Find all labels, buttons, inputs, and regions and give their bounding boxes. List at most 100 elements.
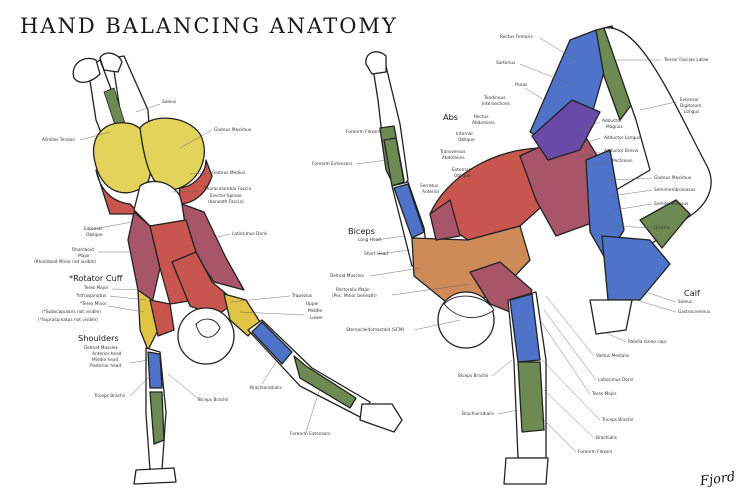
label-vastus: Vastus Medialis [596,354,630,359]
label-gluteus-maximus-left: Gluteus Maximus [214,128,252,133]
label-patella: Patella (knee cap) [628,340,667,345]
label-supraspinatus: (*Supraspinatus not visible) [38,318,98,323]
label-teres-major-left: Teres Major [84,286,109,291]
label-latissimus-left: Latissimus Dorsi [232,232,268,237]
label-adductor-longus: Adductor Longus [604,136,641,141]
label-triceps-right: Triceps Brachii [602,418,634,423]
label-brachioradialis-left: Brachioradialis [250,386,282,391]
label-middle-head: Middle head [92,358,119,363]
label-forearm-extensors-left: Forearm Extensors [290,432,331,437]
label-ext-longus: Extensor [680,98,699,103]
right-calf [601,235,671,301]
label-soleus-left: Soleus [162,100,177,105]
left-gluteus-right [139,117,205,191]
label-trapezius: Trapezius [292,294,313,299]
label-rhomboid-minor: (Rhomboid Minor not visible) [34,260,97,265]
label-achilles: Achilles Tendon [42,138,76,143]
right-arm-down-biceps [509,293,541,363]
label-posterior-head: Posterior head [90,364,122,369]
label-tendinous: Tendinous [484,96,506,101]
label-biceps-brachii-right: Biceps Brachii [458,374,489,379]
label-external-oblique-right-2: Oblique [454,174,471,179]
label-transversus-2: Abdominis [442,156,465,161]
label-ext-longus-2: Digitorum [680,104,702,109]
label-gastrocnemius: Gastrocnemius [678,310,711,315]
label-tensor: Tensor Fasciae Latae [664,58,709,63]
label-thoracolumbar: Thoracolumbar Fascia [204,187,252,192]
left-arm-forearm [149,391,165,445]
label-teres-right: Teres Major [592,392,617,397]
right-hand [503,457,549,485]
label-scm: Sternocleidomastoid (SCM) [346,328,405,333]
label-ext-longus-3: Longus [684,110,700,115]
label-serratus: Serratus [420,184,439,189]
label-short-head: Short Head [364,252,389,257]
label-gluteus-max-right: Gluteus Maximus [654,176,692,181]
label-anterior-head: Anterior head [92,352,122,357]
left-foot-1 [72,57,101,84]
label-external-oblique-left: External [84,227,102,232]
right-head-hair [443,295,495,318]
label-external-oblique-right: External [452,168,470,173]
label-deltoid-left: Deltoid Muscles [84,346,118,351]
label-transversus: Transversus [440,150,466,155]
left-arm-triceps [147,351,163,389]
label-external-oblique-left-2: Oblique [86,233,103,238]
label-internal-oblique-2: Oblique [458,138,475,143]
label-brachialis: Brachialis [596,436,617,441]
label-forearm-extensors-right: Forearm Extensors [312,162,353,167]
right-arm-left-biceps [393,183,425,239]
label-teres-minor: *Teres Minor [80,302,107,307]
heading-biceps: Biceps [348,226,375,236]
label-semitendinosus: Semitendinosus [654,202,689,207]
left-deltoid-red [149,299,175,337]
label-rhomboid: Rhomboid [72,248,94,253]
label-rectus-femoris: Rectus Femoris [500,35,533,40]
label-subscapularis: (*Subscapularis not visible) [42,310,101,315]
left-gluteus-medius-r [177,159,213,205]
label-rectus-abd-2: Abdominis [472,121,495,126]
label-biceps-left: Biceps Brachii [198,398,229,403]
label-adductor-magnus: Adductor [602,119,622,124]
label-trap-lower: Lower [310,316,323,321]
label-forearm-flexors: Forearm Flexors [346,130,381,135]
heading-rotator-cuff: *Rotator Cuff [69,273,123,283]
heading-shoulders: Shoulders [78,333,119,343]
label-latissimus-right: Latissimus Dorsi [598,378,634,383]
heading-abs: Abs [443,112,459,122]
right-thigh-purple [531,99,601,161]
left-foot-2 [99,52,123,73]
label-erector-sub: (beneath Fascia) [208,200,244,205]
right-torso-side [429,199,461,241]
right-foot-raised [365,51,387,75]
label-intersections: Intersections [482,102,510,107]
label-gracilis: Gracilis [654,226,670,231]
label-long-head: Long Head [358,238,381,243]
right-calf-green [639,199,691,249]
label-psoas: Psoas [515,83,528,88]
label-trap-upper: Upper [306,302,320,307]
left-head-hair [195,318,221,338]
heading-calf: Calf [684,288,700,298]
label-rhomboid-2: Major [78,254,90,259]
label-serratus-2: Anterior [422,190,440,195]
label-triceps-left: Triceps Brachii [94,394,126,399]
right-foot-bent [589,299,633,335]
label-sartorius: Sartorius [496,61,516,66]
left-hand-right [359,403,403,433]
label-gluteus-medius-left: Gluteus Medius [212,171,246,176]
label-infraspinatus: *Infraspinatus [76,294,107,299]
label-brachioradialis-right: Brachioradialis [462,412,494,417]
right-arm-left-forearm [383,137,405,187]
label-forearm-flexors-low: Forearm Flexors [578,450,613,455]
label-semimembranosus: Semimembranosus [654,188,696,193]
label-adductor-magnus-2: Magnus [606,125,623,130]
right-arm-down-forearm [517,361,545,433]
left-figure [72,52,403,485]
label-pec-major-2: (Pec. Minor beneath) [332,294,377,299]
label-adductor-brevis: Adductor Brevis [604,149,639,154]
left-arm-right-biceps [251,321,293,365]
label-pectineus: Pectineus [612,159,633,164]
label-erector: Erector Spinae [210,194,242,199]
